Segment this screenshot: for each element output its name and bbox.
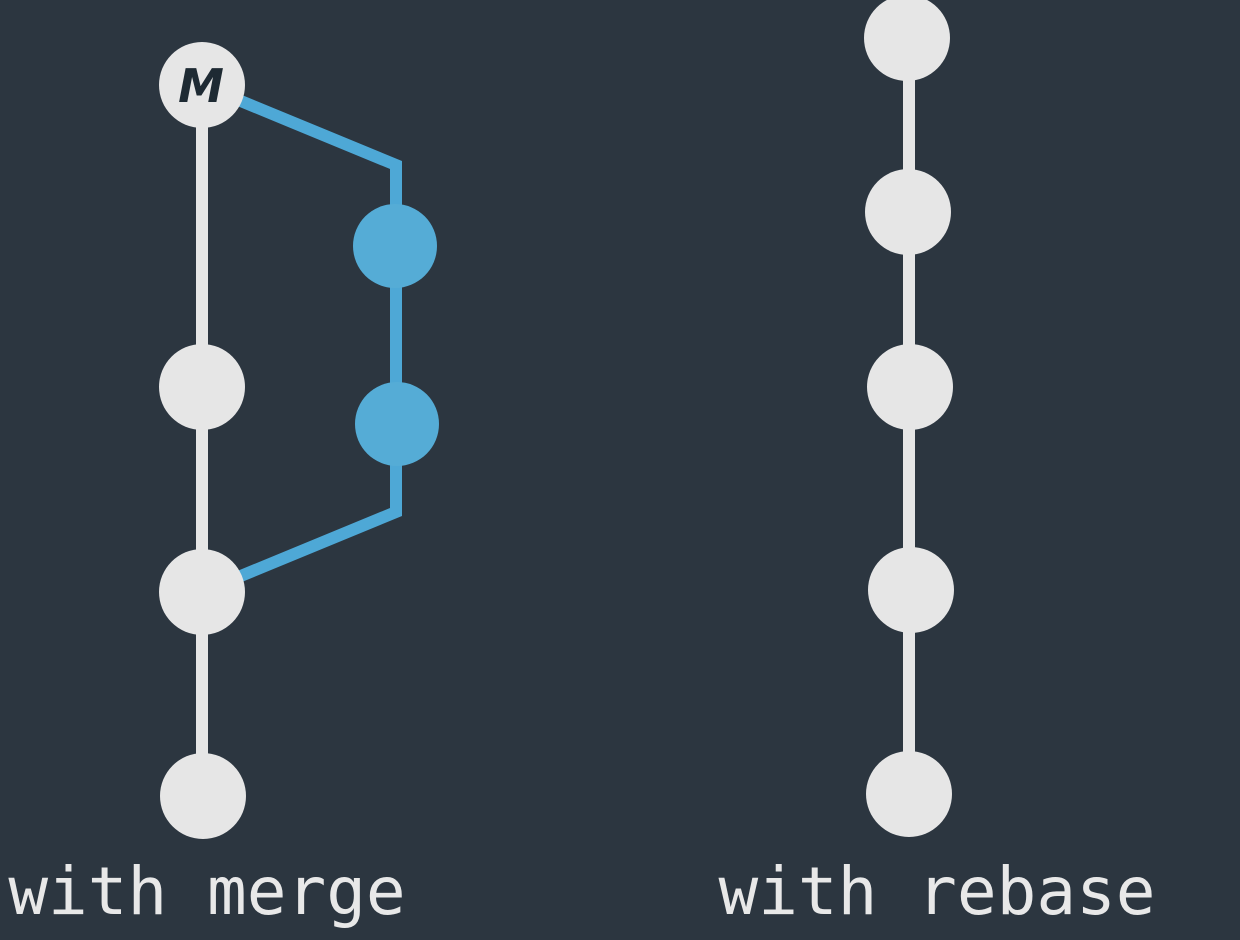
rebase-diagram: with rebase (718, 0, 1156, 930)
rebase-caption: with rebase (718, 853, 1155, 930)
feature-commit-node (355, 382, 439, 466)
main-commit-node (159, 549, 245, 635)
merge-commit-node (159, 42, 245, 128)
merge-commit-label: M (178, 59, 224, 113)
rebased-commit-node (866, 751, 952, 837)
feature-commit-node (353, 204, 437, 288)
rebased-commit-node (865, 169, 951, 255)
rebased-commit-node (867, 344, 953, 430)
feature-branch-line (199, 79, 402, 598)
main-commit-node (159, 344, 245, 430)
main-commit-node (160, 753, 246, 839)
rebased-commit-node (868, 547, 954, 633)
merge-caption: with merge (8, 853, 405, 930)
merge-diagram: M with merge (8, 42, 439, 930)
rebased-commit-node (864, 0, 950, 81)
